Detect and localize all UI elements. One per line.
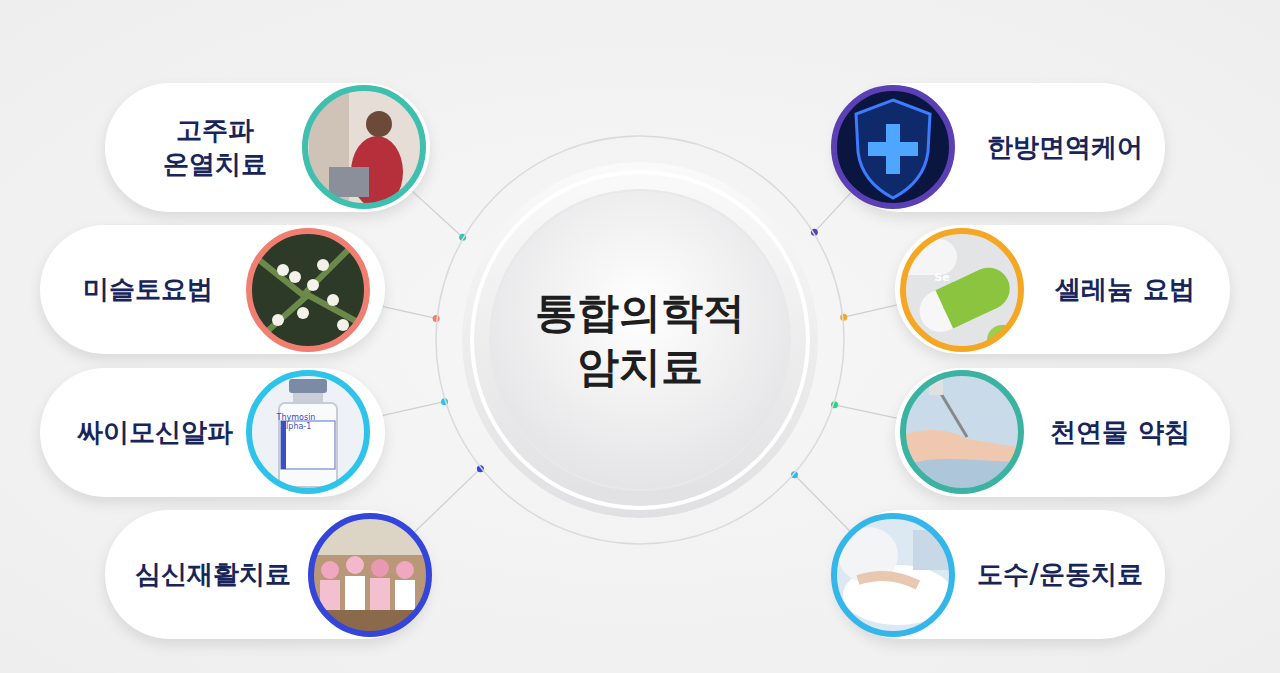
treatment-pill: 천연물 약침 bbox=[895, 368, 1230, 497]
vial-label: Thymosin Alpha-1 bbox=[272, 414, 320, 432]
photo-circle bbox=[897, 225, 1027, 355]
treatment-label: 도수/운동치료 bbox=[977, 558, 1143, 592]
connector-line bbox=[415, 469, 481, 532]
treatment-pill: 셀레늄 요법 bbox=[895, 225, 1230, 354]
photo-circle bbox=[828, 510, 958, 640]
treatment-label: 싸이모신알파 bbox=[77, 416, 233, 450]
photo-circle bbox=[305, 510, 435, 640]
connector-line bbox=[844, 304, 902, 317]
photo-circle bbox=[897, 367, 1027, 497]
treatment-pill: 고주파 온열치료 bbox=[105, 83, 430, 212]
center-title: 통합의학적 암치료 bbox=[515, 286, 765, 394]
treatment-pill: 싸이모신알파 bbox=[40, 368, 385, 497]
treatment-label: 고주파 온열치료 bbox=[155, 114, 275, 182]
treatment-label: 미슬토요법 bbox=[83, 273, 213, 307]
connector-line bbox=[814, 193, 851, 233]
treatment-label: 천연물 약침 bbox=[1050, 416, 1189, 450]
connector-line bbox=[834, 405, 901, 419]
treatment-pill: 한방면역케어 bbox=[835, 83, 1165, 212]
photo-circle bbox=[243, 225, 373, 355]
photo-circle bbox=[243, 367, 373, 497]
center-circle: 통합의학적 암치료 bbox=[435, 135, 845, 545]
connector-line bbox=[410, 189, 463, 237]
photo-circle bbox=[299, 82, 429, 212]
center-disk bbox=[435, 135, 845, 545]
treatment-label: 심신재활치료 bbox=[135, 558, 291, 592]
connector-line bbox=[794, 475, 849, 531]
ring-dot bbox=[433, 315, 440, 322]
treatment-label: 한방면역케어 bbox=[987, 131, 1143, 165]
photo-circle bbox=[828, 82, 958, 212]
capsule-label: Se bbox=[927, 272, 957, 284]
treatment-label: 셀레늄 요법 bbox=[1055, 273, 1194, 307]
treatment-pill: 도수/운동치료 bbox=[835, 510, 1165, 639]
treatment-pill: 심신재활치료 bbox=[105, 510, 430, 639]
treatment-pill: 미슬토요법 bbox=[40, 225, 385, 354]
